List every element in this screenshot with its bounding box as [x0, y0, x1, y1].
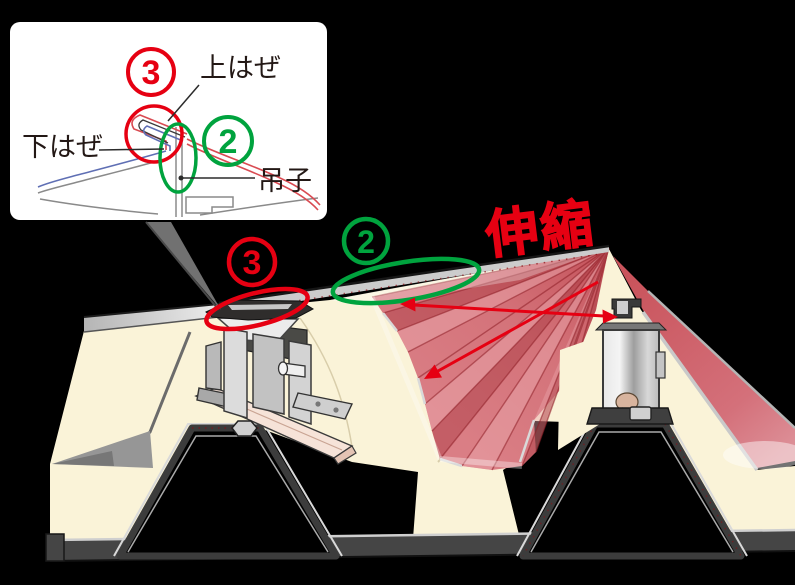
right-clip-tab [655, 351, 666, 379]
clip-pin-end [277, 361, 289, 376]
leader-dot [178, 175, 184, 181]
clip-plate-left [223, 327, 248, 420]
downslope-arrow [424, 280, 599, 379]
clip-label: 吊子 [258, 166, 312, 196]
expansion-label: 伸縮 [482, 195, 599, 266]
inset-callout-3-number: 3 [142, 54, 161, 92]
rail-end-channel [205, 341, 222, 391]
right-clip-bolt [629, 406, 652, 421]
lower-seam-label: 下はぜ [22, 132, 103, 162]
inset-pointer-wedge [145, 221, 221, 310]
inset-leader-lines [98, 84, 255, 179]
shadow-void-right-of-left-rib [265, 430, 418, 552]
inset-callout-2-number: 2 [219, 123, 238, 161]
deck-left-flange [45, 533, 65, 562]
right-clip-assembly [586, 298, 674, 425]
ridge-highlight-ellipse [330, 256, 482, 306]
right-panel-red-band [613, 256, 795, 472]
clip-plate-mid [252, 333, 285, 415]
left-panel-edge-strip [83, 303, 220, 333]
inset-detail-box: 3 2 上はぜ 下はぜ 吊子 [10, 22, 327, 220]
double-headed-arrow [400, 297, 618, 324]
profile-dark-line [138, 119, 186, 144]
expansion-arrows [400, 280, 618, 379]
seam-cap-highlight [228, 304, 292, 310]
left-deck-rib [113, 423, 343, 560]
main-callout-3-badge: 3 [226, 236, 278, 288]
main-callout-2-badge: 2 [341, 216, 391, 266]
ridge-edge-strip [218, 244, 610, 314]
roof-cross-section: 3 2 伸縮 [45, 194, 795, 562]
inset-clip-ellipse [158, 122, 198, 194]
upper-seam-label: 上はぜ [200, 53, 281, 83]
main-callout-3-number: 3 [243, 244, 262, 282]
left-panel-shadow-wedge [52, 431, 153, 468]
inset-callout-3-badge: 3 [126, 47, 176, 97]
clip-base-plate [292, 392, 354, 420]
clip-plate-right [288, 340, 312, 426]
inset-callout-2-badge: 2 [202, 115, 254, 167]
inset-seam-circle [124, 104, 184, 164]
left-clip-assembly [205, 299, 354, 426]
main-callout-2-number: 2 [357, 224, 375, 260]
seam-highlight-ellipse [204, 286, 310, 332]
rib-apex-bolt [231, 420, 258, 437]
panel-step-edges [382, 312, 536, 468]
